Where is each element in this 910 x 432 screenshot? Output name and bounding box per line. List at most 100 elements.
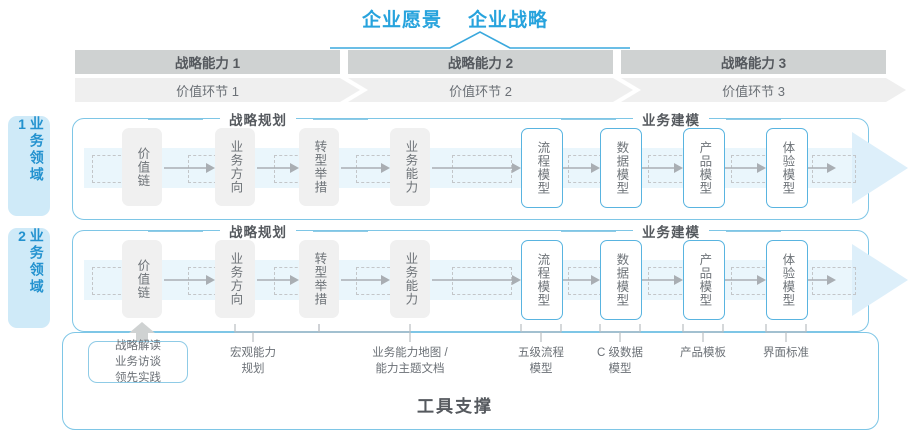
- row-1-section-planning: 战略规划: [220, 109, 296, 129]
- row-2-section-planning: 战略规划: [220, 221, 296, 241]
- capability-bar-3[interactable]: 战略能力 3: [621, 50, 886, 74]
- row-1-arrow-4: [432, 163, 521, 173]
- capability-bar-label: 战略能力 1: [174, 56, 241, 71]
- tooling-bracket-4: [599, 324, 641, 342]
- value-chain-chevron-1: [75, 78, 360, 102]
- row-2-node-3[interactable]: 转型举措: [299, 240, 339, 318]
- row-1-placeholder-5: [452, 155, 512, 183]
- row-2-section-rule-left-planning: [148, 231, 203, 233]
- row-1-placeholder-9: [812, 155, 856, 183]
- row-2-node-4[interactable]: 业务能力: [390, 240, 430, 318]
- domain-tab-2[interactable]: 业务领域 2: [8, 228, 50, 328]
- row-2-node-label-8: 体验模型: [780, 253, 795, 307]
- row-2-node-7[interactable]: 产品模型: [683, 240, 725, 320]
- row-1-arrow-2: [257, 163, 299, 173]
- tooling-frame: [62, 332, 879, 430]
- row-1-flow-arrowhead: [852, 132, 908, 204]
- row-1-node-3[interactable]: 转型举措: [299, 128, 339, 206]
- domain-tab-1[interactable]: 业务领域 1: [8, 116, 50, 216]
- row-1-arrow-1: [164, 163, 215, 173]
- row-2-arrow-4: [432, 275, 521, 285]
- row-1-arrow-head: [88, 162, 116, 174]
- diagram-title: 企业愿景 企业战略: [0, 4, 910, 32]
- row-1-section-rule-right-planning: [313, 119, 368, 121]
- row-1-node-label-8: 体验模型: [780, 141, 795, 195]
- row-1-node-label-2: 业务方向: [228, 140, 243, 194]
- tooling-label-2[interactable]: 业务能力地图 / 能力主题文档: [372, 347, 448, 375]
- row-2-arrow-tail: [808, 275, 836, 285]
- row-1-section-rule-left-modeling: [561, 119, 616, 121]
- row-1-arrow-7: [725, 163, 766, 173]
- tooling-title: 工具支撑: [417, 397, 493, 416]
- tooling-bracket-6: [765, 324, 807, 342]
- row-2-arrow-6: [642, 275, 683, 285]
- row-1-node-5[interactable]: 流程模型: [521, 128, 563, 208]
- row-1-arrow-tail: [808, 163, 836, 173]
- row-1-section-rule-left-planning: [148, 119, 203, 121]
- tooling-bracket-5: [682, 324, 724, 342]
- row-2-arrow-1: [164, 275, 215, 285]
- row-1-section-rule-right-modeling: [726, 119, 781, 121]
- row-2-arrow-7: [725, 275, 766, 285]
- row-2-node-2[interactable]: 业务方向: [215, 240, 255, 318]
- row-2-node-label-7: 产品模型: [697, 253, 712, 307]
- row-2-arrow-5: [563, 275, 600, 285]
- row-2-node-8[interactable]: 体验模型: [766, 240, 808, 320]
- value-chain-label-2[interactable]: 价值环节 2: [449, 83, 512, 99]
- capability-bar-label: 战略能力 3: [720, 56, 787, 71]
- row-1-node-8[interactable]: 体验模型: [766, 128, 808, 208]
- row-1-arrow-3: [341, 163, 390, 173]
- row-1-node-label-7: 产品模型: [697, 141, 712, 195]
- value-chain-label-3[interactable]: 价值环节 3: [722, 83, 785, 99]
- tooling-bracket-1: [234, 324, 320, 342]
- row-1-node-label-4: 业务能力: [403, 140, 418, 194]
- row-2-arrow-3: [341, 275, 390, 285]
- domain-tab-label: 业务领域 2: [14, 228, 45, 296]
- domain-tab-label: 业务领域 1: [14, 116, 45, 184]
- row-2-section-rule-right-modeling: [726, 231, 781, 233]
- tooling-label-3[interactable]: 五级流程 模型: [518, 347, 564, 375]
- value-chain-label-1[interactable]: 价值环节 1: [176, 83, 239, 99]
- tooling-source-box[interactable]: 战略解读 业务访谈 领先实践: [88, 340, 188, 384]
- title-vision: 企业愿景: [361, 9, 442, 31]
- row-1-node-label-1: 价值链: [135, 146, 150, 188]
- row-2-node-1[interactable]: 价值链: [122, 240, 162, 318]
- source-up-arrow: [129, 322, 155, 348]
- row-2-node-label-1: 价值链: [135, 258, 150, 300]
- row-1-node-label-5: 流程模型: [535, 141, 550, 195]
- title-strategy: 企业战略: [468, 9, 549, 31]
- row-1-node-2[interactable]: 业务方向: [215, 128, 255, 206]
- row-2-node-label-5: 流程模型: [535, 253, 550, 307]
- row-1-node-4[interactable]: 业务能力: [390, 128, 430, 206]
- row-2-arrow-head: [88, 274, 116, 286]
- tooling-label-1[interactable]: 宏观能力 规划: [230, 347, 276, 375]
- row-1-node-7[interactable]: 产品模型: [683, 128, 725, 208]
- row-2-section-rule-right-planning: [313, 231, 368, 233]
- row-2-node-label-2: 业务方向: [228, 252, 243, 306]
- row-2-node-label-4: 业务能力: [403, 252, 418, 306]
- capability-bar-label: 战略能力 2: [447, 56, 514, 71]
- row-1-node-1[interactable]: 价值链: [122, 128, 162, 206]
- row-1-arrow-5: [563, 163, 600, 173]
- capability-bar-1[interactable]: 战略能力 1: [75, 50, 340, 74]
- row-2-placeholder-9: [812, 267, 856, 295]
- tooling-label-5[interactable]: 产品模板: [680, 347, 726, 359]
- capability-bar-2[interactable]: 战略能力 2: [348, 50, 613, 74]
- row-2-node-label-6: 数据模型: [614, 253, 629, 307]
- tooling-bracket-2: [318, 324, 411, 342]
- tooling-bracket-3: [520, 324, 562, 342]
- row-2-section-modeling: 业务建模: [633, 221, 709, 241]
- value-chain-chevron-3: [621, 78, 906, 102]
- title-connector-line: [330, 31, 630, 49]
- tooling-label-6[interactable]: 界面标准: [763, 347, 809, 359]
- row-1-arrow-6: [642, 163, 683, 173]
- tooling-label-4[interactable]: C 级数据 模型: [597, 347, 643, 375]
- row-2-flow-arrowhead: [852, 244, 908, 316]
- row-1-node-6[interactable]: 数据模型: [600, 128, 642, 208]
- row-1-node-label-6: 数据模型: [614, 141, 629, 195]
- row-2-placeholder-5: [452, 267, 512, 295]
- row-1-node-label-3: 转型举措: [312, 140, 327, 194]
- row-2-node-5[interactable]: 流程模型: [521, 240, 563, 320]
- row-1-section-modeling: 业务建模: [633, 109, 709, 129]
- row-2-node-6[interactable]: 数据模型: [600, 240, 642, 320]
